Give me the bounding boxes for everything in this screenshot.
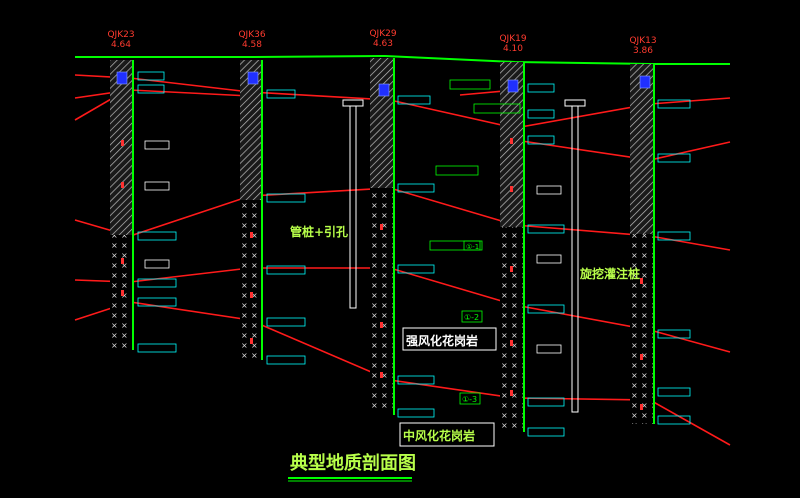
medium-weathered-label: 中风化花岗岩 [403,428,475,443]
borehole-id-1: QJK23 [107,30,134,40]
green-tags [429,79,521,251]
borehole-elev-3: 4.63 [373,39,393,49]
pile-left-label: 管桩+引孔 [290,224,348,239]
layer-d1-box [463,240,483,251]
layer-d3-label: ①-3 [462,395,477,404]
medium-weathered-box [399,422,495,447]
water-level-markers [116,71,651,97]
sample-markers [121,138,643,410]
borehole-id-5: QJK13 [629,36,656,46]
borehole-columns [110,58,655,432]
strong-weathered-label: 强风化花岗岩 [406,333,478,348]
layer-d1-label: ①-1 [466,243,479,251]
layer-d3-box [459,392,481,405]
ground-surface-line [75,54,730,65]
pile-right-label: 旋挖灌注桩 [579,266,640,281]
borehole-elev-5: 3.86 [633,46,653,56]
borehole-elev-4: 4.10 [503,44,523,54]
diagram-title: 典型地质剖面图 [290,452,416,474]
borehole-id-3: QJK29 [369,29,396,39]
strong-weathered-box [402,327,497,351]
pile-outlines [342,99,586,413]
layer-depth-tags [137,71,691,437]
borehole-id-4: QJK19 [499,34,526,44]
borehole-elev-2: 4.58 [242,40,262,50]
layer-code-tags [144,140,562,354]
borehole-elev-1: 4.64 [111,40,131,50]
layer-d2-label: ①-2 [464,313,479,322]
layer-d2-box [461,310,483,323]
borehole-id-2: QJK36 [238,30,265,40]
